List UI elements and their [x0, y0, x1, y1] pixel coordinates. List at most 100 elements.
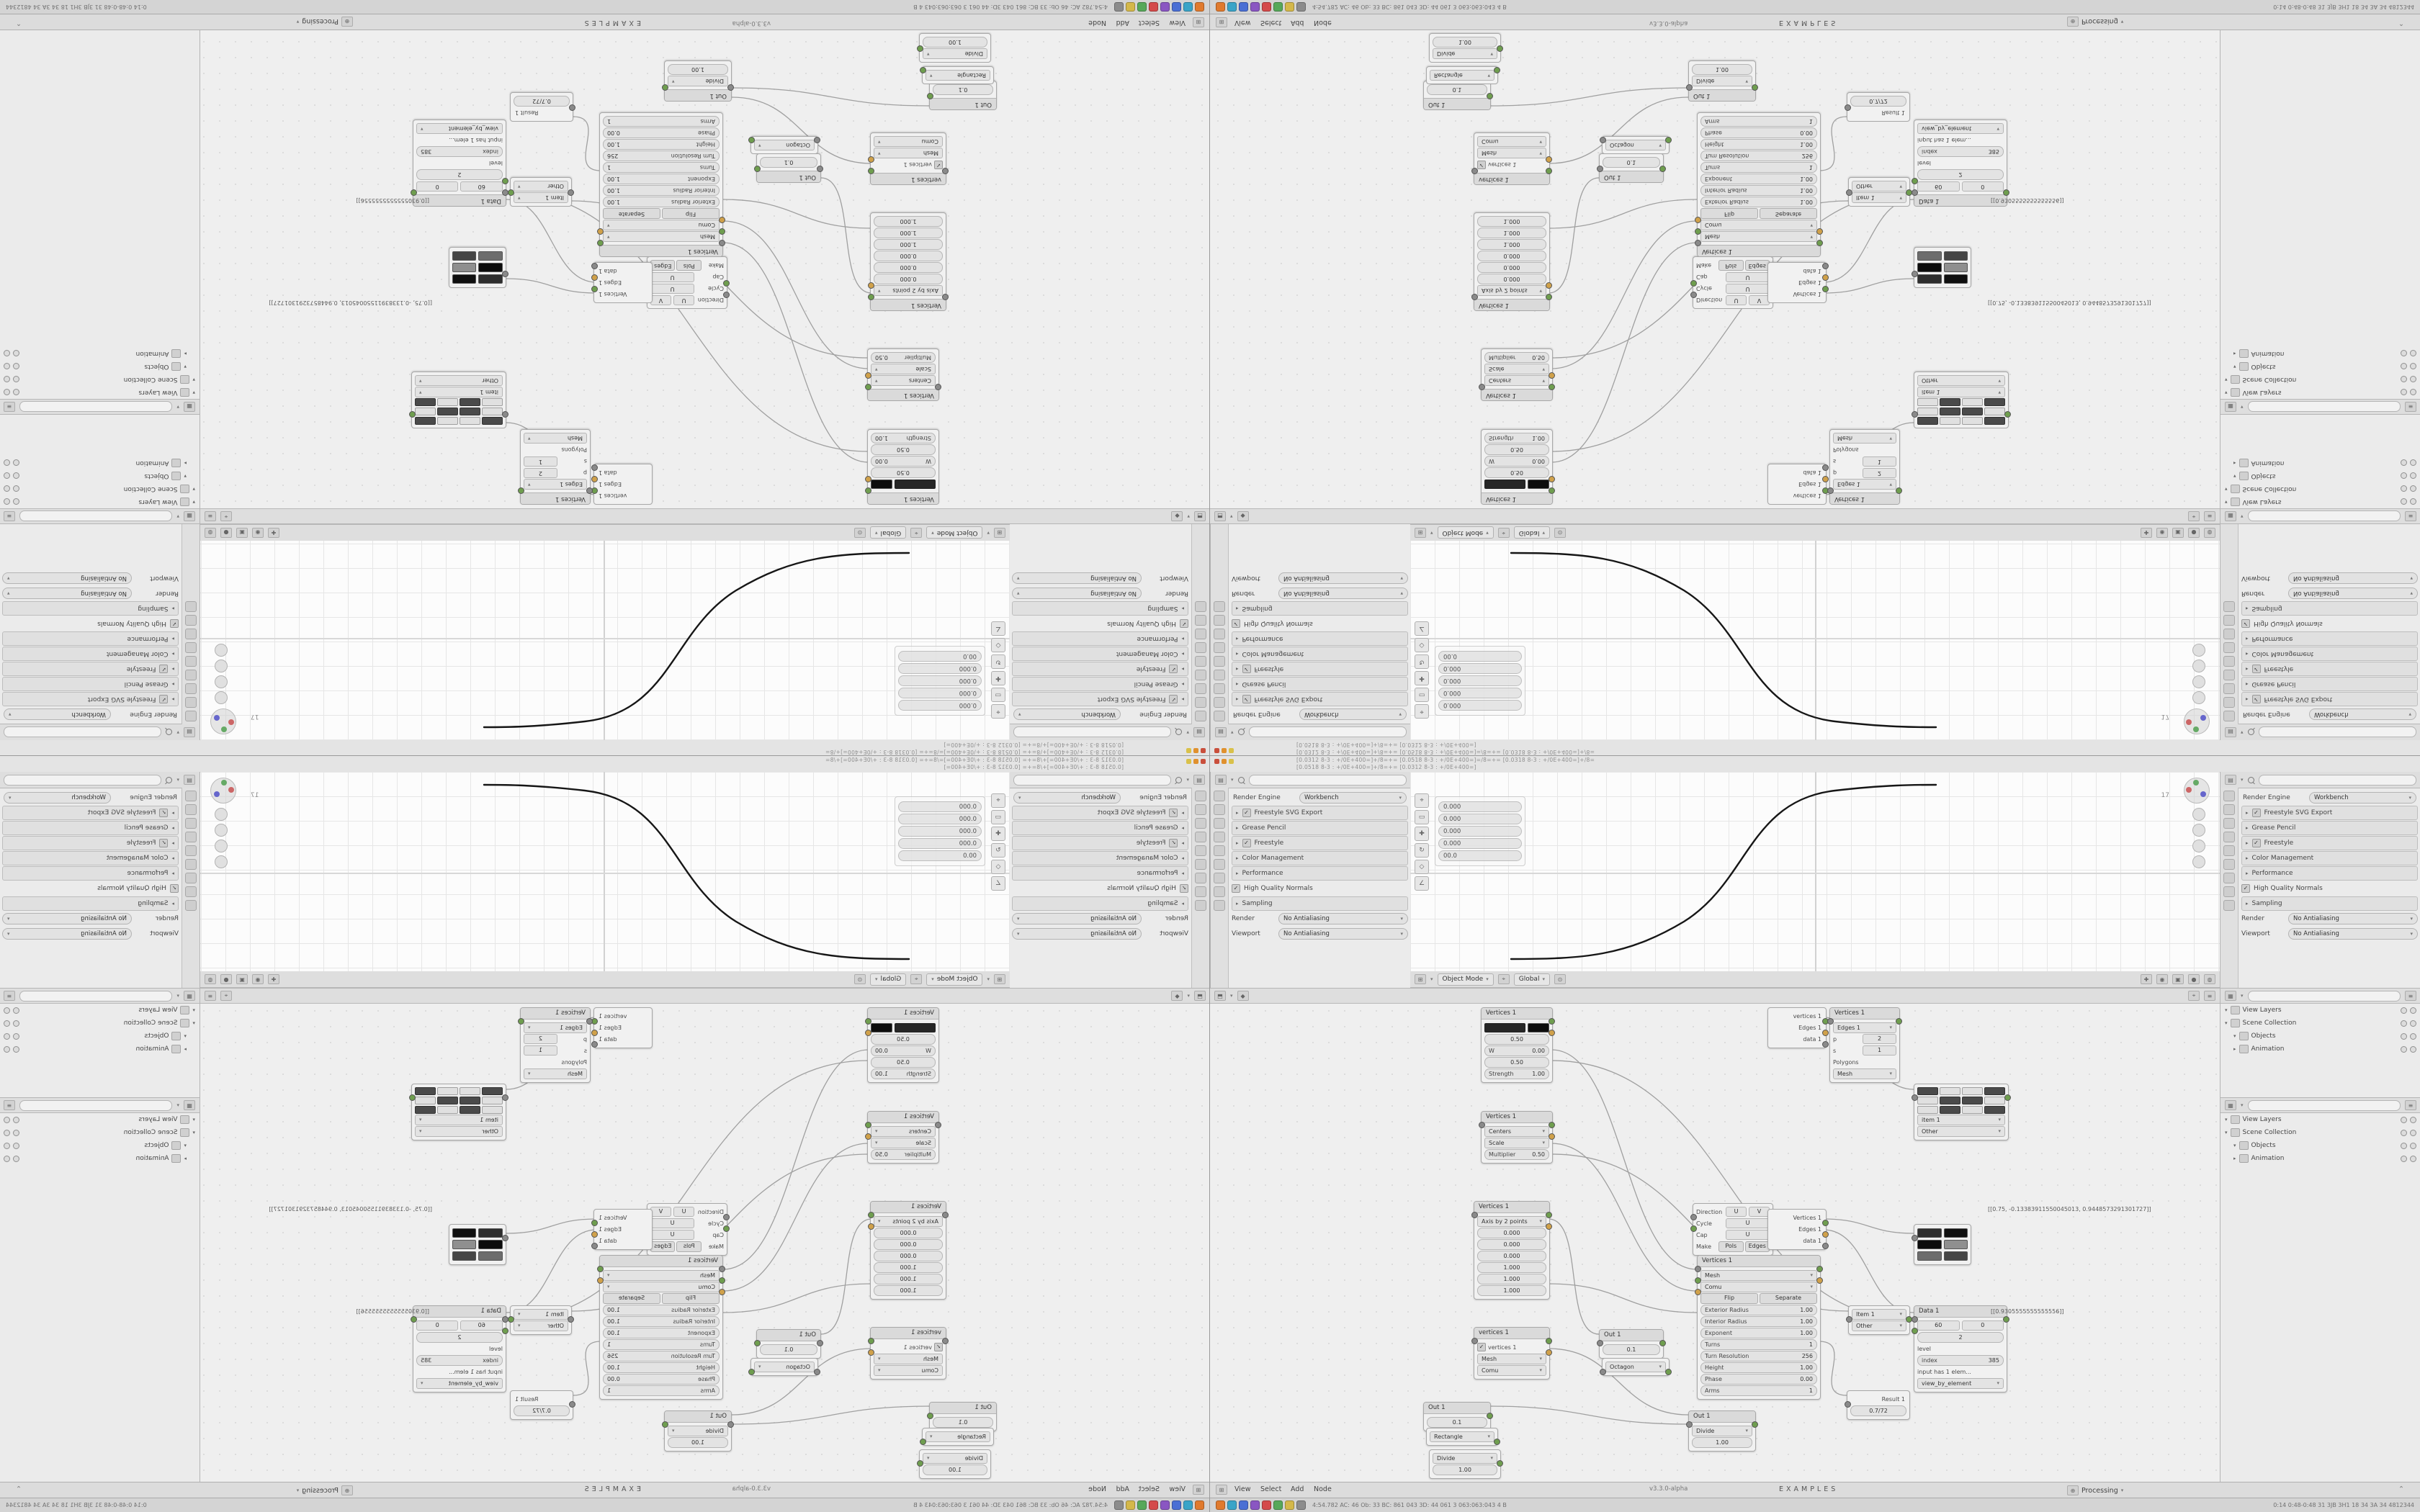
outliner-search-input[interactable] — [2247, 401, 2401, 413]
hide-render-icon[interactable] — [4, 1142, 10, 1149]
grid-toggle-button[interactable] — [1984, 1096, 2005, 1104]
annotate-tool-icon[interactable]: ∠ — [1415, 621, 1429, 636]
app-icon[interactable] — [1195, 1500, 1204, 1510]
show-gizmo-icon[interactable]: ✚ — [268, 528, 279, 538]
outliner-item-view-layers[interactable]: ▾View Layers — [2220, 495, 2420, 508]
hide-viewport-icon[interactable] — [13, 1020, 19, 1027]
output-socket[interactable] — [1487, 1413, 1493, 1419]
grid-toggle-button[interactable] — [1962, 1086, 1983, 1095]
panel-checkbox[interactable]: ✓ — [1169, 809, 1178, 817]
output-socket[interactable] — [1549, 476, 1555, 482]
output-socket[interactable] — [409, 1094, 416, 1101]
properties-editor-type-icon[interactable]: ▤ — [1193, 775, 1205, 785]
pair-field-a[interactable]: U — [673, 1207, 694, 1217]
hide-render-icon[interactable] — [2410, 1142, 2416, 1149]
output-socket[interactable] — [591, 274, 598, 281]
properties-tab-data-icon[interactable] — [1195, 601, 1206, 612]
panel-header-performance[interactable]: ▸Performance — [1012, 631, 1188, 646]
properties-tab-view-layer-icon[interactable] — [1214, 670, 1225, 680]
orientation-dropdown[interactable]: Global ▾ — [1513, 526, 1550, 539]
panel-header-freestyle-svg-export[interactable]: ▸✓Freestyle SVG Export — [2241, 692, 2418, 706]
value-field[interactable]: 0.1 — [933, 84, 993, 96]
value-field[interactable]: 1.000 — [874, 1273, 943, 1284]
dropdown-field[interactable]: Mesh▾ — [603, 1269, 720, 1281]
hide-render-icon[interactable] — [4, 472, 10, 480]
output-socket[interactable] — [1549, 1030, 1555, 1036]
hide-viewport-icon[interactable] — [2401, 485, 2407, 492]
app-icon[interactable] — [1296, 2, 1306, 12]
output-socket[interactable] — [1822, 1220, 1829, 1226]
app-icon[interactable] — [1126, 2, 1135, 12]
dropdown-field[interactable]: Mesh▾ — [1700, 231, 1817, 243]
node-divide-a[interactable]: Divide▾1.00 — [917, 1449, 991, 1479]
outliner-item-animation[interactable]: ▸Animation — [2220, 1043, 2420, 1056]
properties-search-input[interactable] — [4, 726, 162, 738]
panel-header-grease-pencil[interactable]: ▸Grease Pencil — [1232, 677, 1408, 691]
toggle-button[interactable]: Separate — [603, 1292, 660, 1304]
node-title[interactable]: Vertices 1 — [1482, 1112, 1552, 1123]
show-gizmo-icon[interactable]: ✚ — [2141, 974, 2152, 984]
snap-icon[interactable]: ⌖ — [2188, 991, 2200, 1001]
curve-object[interactable] — [1410, 772, 2220, 972]
color-swatch[interactable] — [1917, 1228, 1942, 1238]
color-swatch[interactable] — [1917, 251, 1942, 261]
hide-render-icon[interactable] — [2410, 363, 2416, 370]
grid-toggle-button[interactable] — [460, 1105, 480, 1114]
workspace-tab[interactable]: EXAMPLES — [581, 19, 641, 27]
color-swatch[interactable] — [478, 1239, 503, 1249]
dropdown-field[interactable]: Item 1▾ — [1852, 192, 1906, 204]
input-socket[interactable] — [1600, 1369, 1606, 1375]
panel-header-color-management[interactable]: ▸Color Management — [1232, 647, 1408, 661]
axis-z-icon[interactable] — [2200, 715, 2206, 721]
node-title[interactable]: Out 1 — [1689, 89, 1755, 101]
input-socket[interactable] — [1912, 1094, 1918, 1101]
option-checkbox[interactable]: ✓ — [2241, 884, 2250, 893]
grid-toggle-button[interactable] — [1940, 398, 1960, 407]
panel-header-color-management[interactable]: ▸Color Management — [1232, 851, 1408, 865]
output-socket[interactable] — [597, 1277, 604, 1284]
filter-icon[interactable]: ≡ — [2405, 402, 2416, 412]
grid-toggle-button[interactable] — [415, 417, 436, 426]
properties-tab-scene-icon[interactable] — [2223, 845, 2235, 856]
axis-z-icon[interactable] — [214, 791, 220, 797]
outliner-item-objects[interactable]: ▾Objects — [0, 1139, 200, 1152]
output-socket[interactable] — [748, 137, 755, 143]
hide-render-icon[interactable] — [4, 363, 10, 370]
panel-header-grease-pencil[interactable]: ▸Grease Pencil — [2241, 677, 2418, 691]
input-socket[interactable] — [935, 1122, 941, 1128]
dropdown-field[interactable]: view_by_element▾ — [1917, 123, 2004, 135]
grid-toggle-button[interactable] — [415, 398, 436, 407]
curve-object[interactable] — [1410, 540, 2220, 740]
outliner-editor-type-icon[interactable]: ▦ — [184, 991, 195, 1001]
output-socket[interactable] — [1752, 1421, 1758, 1428]
node-title[interactable]: vertices 1 — [871, 1328, 946, 1339]
operator-value-field[interactable]: 0.000 — [898, 675, 982, 686]
input-socket[interactable] — [502, 1328, 508, 1334]
hide-viewport-icon[interactable] — [13, 376, 19, 383]
footer-collapse-icon[interactable]: ⌃ — [16, 19, 22, 27]
input-socket[interactable] — [1695, 1266, 1701, 1272]
value-field[interactable]: 0.50 — [1484, 1033, 1549, 1045]
hide-render-icon[interactable] — [4, 498, 10, 505]
properties-tab-data-icon[interactable] — [2223, 900, 2235, 911]
pair-field-a[interactable]: U — [650, 1218, 694, 1228]
panel-header-sampling[interactable]: ▸Sampling — [2241, 896, 2418, 911]
operator-value-field[interactable]: 0.000 — [1438, 801, 1522, 812]
output-socket[interactable] — [1752, 84, 1758, 91]
cursor-tool-icon[interactable]: ⌖ — [991, 793, 1005, 808]
toggle-button[interactable]: Edges — [650, 260, 676, 271]
xray-icon[interactable]: ▣ — [2172, 974, 2184, 984]
panel-checkbox[interactable]: ✓ — [1242, 839, 1251, 847]
input-socket[interactable] — [1912, 1328, 1918, 1334]
pair-field-a[interactable]: 1 — [1863, 456, 1896, 467]
curve-object[interactable] — [200, 540, 1010, 740]
output-socket[interactable] — [409, 411, 416, 418]
